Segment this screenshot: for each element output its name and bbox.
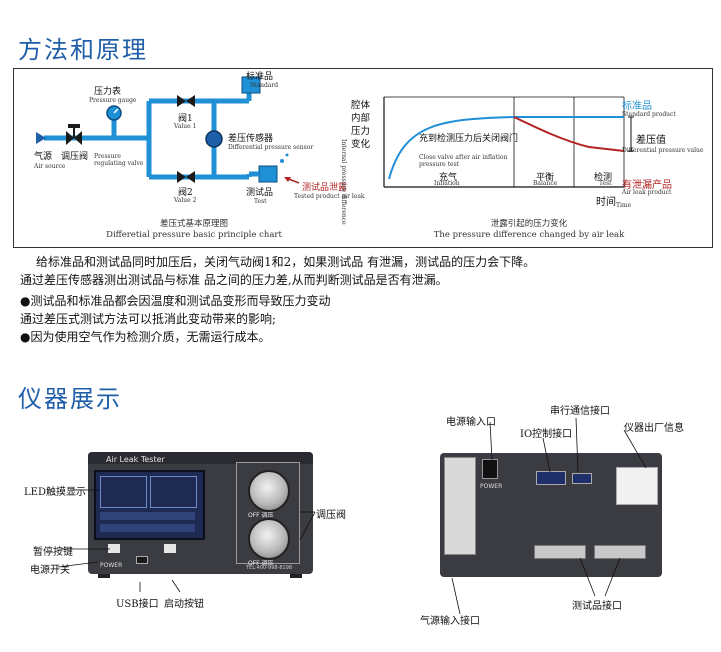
dp-sensor-label-en: Differential pressure sensor — [228, 144, 314, 151]
regulating-valve-label: 调压阀 — [61, 152, 89, 162]
air-source-arrow-icon — [36, 132, 46, 144]
led-screen-callout: LED触摸显示 — [24, 487, 86, 498]
phase-test-label: 检测 — [594, 173, 613, 183]
curve-caption: 泄露引起的压力变化 — [490, 219, 568, 229]
paragraph-2: 通过差压传感器测出测试品与标准 品之间的压力差,从而判断测试品是否有泄漏。 — [20, 273, 448, 287]
test-label-en: Test — [254, 198, 267, 205]
phase-balance-label: 平衡 — [536, 173, 555, 183]
device-title: Air Leak Tester — [106, 455, 165, 464]
valve-1-label: 阀1 — [178, 114, 193, 124]
knob-2-text: OFF 调压 — [248, 560, 274, 567]
io-port-callout: IO控制接口 — [520, 429, 573, 440]
power-switch-callout: 电源开关 — [30, 565, 70, 576]
standard-label-en: Standard — [250, 82, 279, 89]
phase-balance-label-en: Balance — [533, 180, 558, 187]
pause-button-callout: 暂停按键 — [33, 547, 73, 558]
standard-tank-icon — [241, 76, 261, 94]
dp-sensor-icon — [205, 130, 223, 148]
io-port-icon[interactable] — [536, 471, 566, 485]
regulating-valve-icon — [66, 131, 74, 145]
power-socket-icon[interactable] — [482, 459, 498, 479]
regulator-knob-1[interactable] — [248, 470, 290, 512]
pause-button[interactable] — [108, 544, 120, 553]
start-button-callout: 启动按钮 — [164, 599, 204, 610]
touch-screen[interactable] — [94, 470, 205, 540]
schematic-diagram — [36, 76, 300, 184]
device-front: Air Leak Tester POWER OFF 调压 OFF 调压 TEL:… — [88, 452, 313, 574]
regulating-valve-label-en: Pressure regulating valve — [94, 153, 144, 167]
principle-diagram-box: 压力表 Pressure gauge 气源 Air source 调压阀 Pre… — [13, 68, 713, 248]
paragraph-1: 给标准品和测试品同时加压后，关闭气动阀1和2，如果测试品 有泄漏，测试品的压力会… — [36, 255, 536, 269]
serial-port-callout: 串行通信接口 — [550, 406, 610, 417]
time-label-en: Time — [616, 202, 632, 209]
regulator-callout: 调压阀 — [316, 510, 346, 521]
valve-2-label-en: Value 2 — [174, 197, 197, 204]
leak-label: 测试品泄露 — [302, 183, 348, 193]
factory-info-callout: 仪器出厂信息 — [624, 423, 684, 434]
air-source-label: 气源 — [34, 152, 53, 162]
bullet-1: ●测试品和标准品都会因温度和测试品变形而导致压力变动 — [20, 294, 331, 308]
front-power-text: POWER — [100, 562, 123, 569]
diff-value-label: 差压值 — [636, 135, 666, 146]
pressure-gauge-label: 压力表 — [94, 87, 122, 97]
pressure-gauge-label-en: Pressure gauge — [89, 97, 137, 104]
annotation-cn: 充到检测压力后关闭阀门 — [419, 134, 519, 144]
power-input-callout: 电源输入口 — [446, 417, 496, 428]
phase-inflation-label-en: Inflation — [434, 180, 460, 187]
schematic-caption-en: Differetial pressure basic principle cha… — [106, 230, 282, 240]
standard-product-label-en: Standard product — [622, 111, 676, 118]
leak-product-label-en: Air leak product — [622, 189, 672, 196]
air-input-callout: 气源输入接口 — [420, 616, 480, 627]
phase-test-label-en: Test — [599, 180, 612, 187]
pressure-curve-diagram — [383, 96, 634, 188]
serial-port-icon[interactable] — [572, 473, 592, 484]
test-port-callout: 测试品接口 — [572, 601, 622, 612]
annotation-en: Close valve after air inflation pressure… — [419, 154, 508, 168]
phase-inflation-label: 充气 — [439, 173, 458, 183]
nameplate — [616, 467, 658, 505]
test-label: 测试品 — [246, 188, 274, 198]
dp-sensor-label: 差压传感器 — [228, 134, 274, 144]
bullet-2: ●因为使用空气作为检测介质，无需运行成本。 — [20, 330, 271, 344]
curve-caption-en: The pressure difference changed by air l… — [433, 230, 625, 240]
model-text: TEL:400-998-8198 — [246, 565, 293, 571]
leak-curve — [513, 116, 625, 152]
back-power-text: POWER — [480, 483, 503, 490]
test-tank-icon — [258, 165, 278, 183]
ylabel-en: Internal pressure difference — [340, 139, 347, 225]
valve-1-label-en: Value 1 — [174, 123, 197, 130]
standard-curve — [388, 116, 624, 180]
standard-label: 标准品 — [246, 72, 274, 82]
front-callout-lines — [57, 489, 316, 593]
device-back: POWER — [440, 453, 662, 577]
air-filter — [444, 457, 476, 555]
valve-1-icon — [177, 95, 186, 107]
usb-port-icon[interactable] — [136, 556, 148, 564]
standard-product-label: 标准品 — [622, 101, 652, 112]
back-callout-lines — [451, 417, 647, 615]
regulator-knob-2[interactable] — [248, 518, 290, 560]
air-source-label-en: Air source — [34, 163, 66, 170]
knob-1-text: OFF 调压 — [248, 512, 274, 519]
diff-value-label-en: Differential pressure value — [622, 147, 704, 154]
leak-label-en: Tested product air leak — [294, 193, 365, 200]
section-title-method: 方法和原理 — [18, 36, 148, 64]
section-title-instrument: 仪器展示 — [18, 385, 122, 413]
valve-2-label: 阀2 — [178, 188, 193, 198]
start-button[interactable] — [164, 544, 176, 553]
bullet-1-cont: 通过差压式测试方法可以抵消此变动带来的影响; — [20, 312, 277, 326]
time-label: 时间 — [596, 197, 616, 208]
ylabel-cn: 腔体内部压力变化 — [351, 100, 371, 150]
valve-2-icon — [177, 171, 186, 183]
usb-port-callout: USB接口 — [116, 599, 159, 610]
test-port-1-icon[interactable] — [534, 545, 586, 559]
leak-product-label: 有泄漏产品 — [622, 180, 672, 191]
schematic-caption: 差压式基本原理图 — [159, 219, 228, 229]
